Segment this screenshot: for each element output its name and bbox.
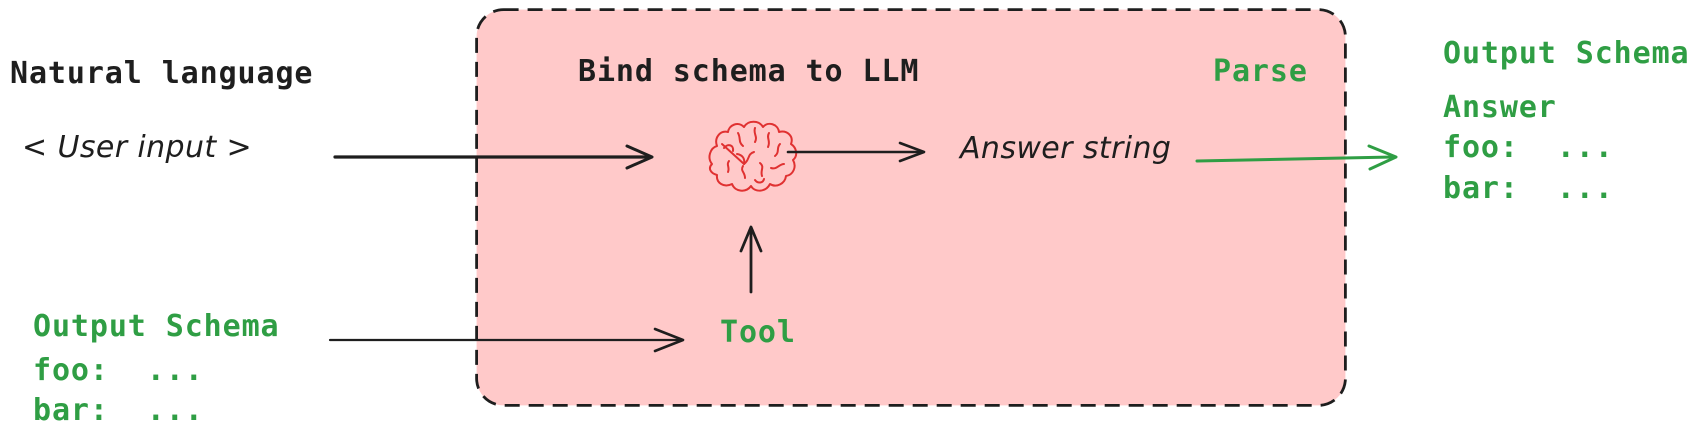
brain-icon — [708, 120, 798, 192]
schema-foo-left: foo: ... — [33, 353, 204, 388]
answer-string-text: Answer string — [960, 131, 1172, 166]
schema-foo-right: foo: ... — [1443, 130, 1614, 165]
user-input-text: < User input > — [22, 130, 253, 165]
schema-bar-right: bar: ... — [1443, 171, 1614, 206]
bind-schema-box: Bind schema to LLM Parse Answer str — [475, 8, 1347, 407]
tool-label: Tool — [720, 315, 796, 350]
natural-language-title: Natural language — [10, 56, 314, 91]
output-schema-right-title: Output Schema — [1443, 36, 1690, 71]
schema-bar-left: bar: ... — [33, 393, 204, 428]
answer-label: Answer — [1443, 90, 1557, 125]
dashed-border-box — [475, 8, 1347, 407]
box-title: Bind schema to LLM — [578, 54, 920, 89]
output-schema-left-title: Output Schema — [33, 309, 280, 344]
parse-label: Parse — [1213, 54, 1308, 89]
